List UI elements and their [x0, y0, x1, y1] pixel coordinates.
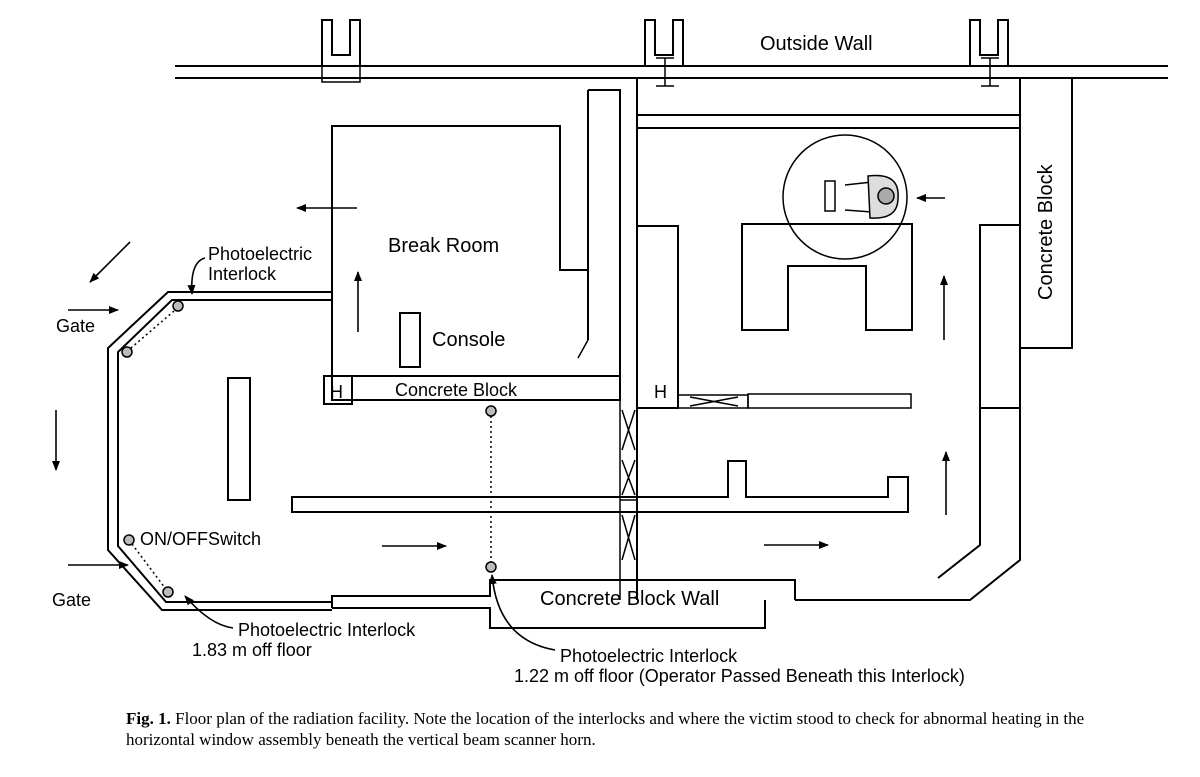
- flow-arrows: [52, 194, 950, 569]
- break-room-label: Break Room: [388, 235, 499, 257]
- caption-prefix: Fig. 1.: [126, 709, 171, 728]
- leader-lines: [184, 257, 556, 651]
- photo-interlock-center-label-2: 1.22 m off floor (Operator Passed Beneat…: [514, 666, 965, 686]
- outside-wall: [175, 19, 1168, 87]
- floor-plan-figure: Outside Wall Concrete Block Break Room C…: [52, 19, 1168, 686]
- caption-text: Floor plan of the radiation facility. No…: [126, 709, 1085, 749]
- concrete-block-right-label: Concrete Block: [1035, 163, 1057, 300]
- photo-interlock-top-label-2: Interlock: [208, 264, 277, 284]
- on-off-switch-label: ON/OFFSwitch: [140, 529, 261, 549]
- photo-interlock-left-label-2: 1.83 m off floor: [192, 640, 312, 660]
- victim-figure: [844, 174, 899, 219]
- photo-interlock-left-label-1: Photoelectric Interlock: [238, 620, 416, 640]
- concrete-block-mid-label: Concrete Block: [395, 380, 518, 400]
- floor-plan-diagram: Outside Wall Concrete Block Break Room C…: [52, 19, 1168, 686]
- photo-interlock-center-label-1: Photoelectric Interlock: [560, 646, 738, 666]
- interior-walls: [107, 78, 1073, 629]
- outside-wall-label: Outside Wall: [760, 33, 873, 55]
- gate-top-label: Gate: [56, 316, 95, 336]
- gate-bottom-label: Gate: [52, 590, 91, 610]
- h-marker-left: H: [330, 382, 343, 402]
- console-label: Console: [432, 329, 505, 351]
- photo-interlock-top-label-1: Photoelectric: [208, 244, 312, 264]
- h-marker-right: H: [654, 382, 667, 402]
- interlock-markers: [121, 300, 497, 598]
- figure-caption: Fig. 1. Floor plan of the radiation faci…: [126, 708, 1086, 750]
- concrete-block-wall-label: Concrete Block Wall: [540, 588, 719, 610]
